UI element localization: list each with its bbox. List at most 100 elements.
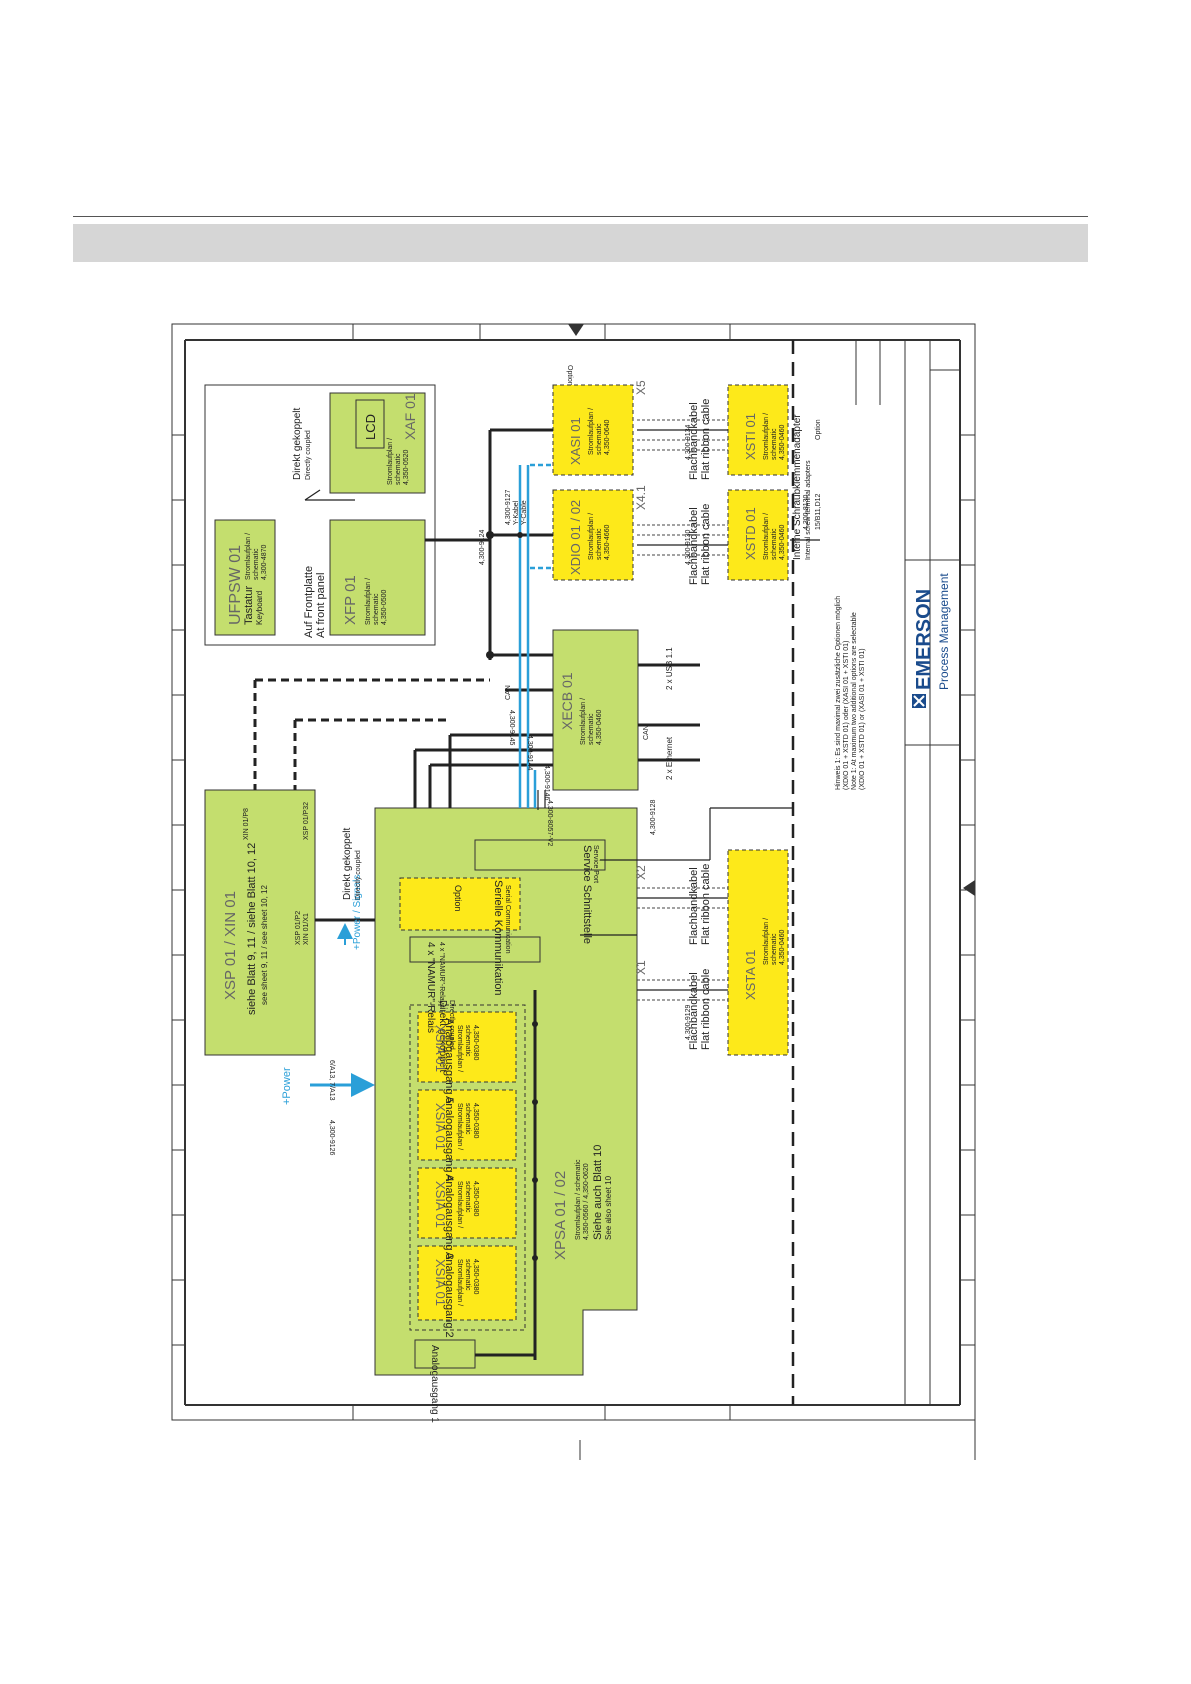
direct-coupled-b-1: Direkt gekoppelt xyxy=(342,828,353,900)
ufpsw-t2: Keyboard xyxy=(255,591,264,625)
y-kabel: Y-Kabel xyxy=(513,500,520,525)
xecb-s1: Stromlaufplan / xyxy=(580,698,587,745)
ao2-label: Analogausgang 2 xyxy=(443,1252,455,1338)
ref-15: 15/B11,D12 xyxy=(815,493,822,530)
dashed-cables xyxy=(253,678,490,790)
ao5-s2: schematic xyxy=(464,1025,471,1057)
xsta-title: XSTA 01 xyxy=(743,950,758,1000)
serial-comm-box xyxy=(399,877,521,931)
ao2-box xyxy=(417,1245,517,1321)
front-label-1: Auf Frontplatte xyxy=(303,566,315,638)
xecb-s3: 4,350-0460 xyxy=(596,709,603,745)
xaf-title: XAF 01 xyxy=(402,393,418,440)
xdio-s1: Stromlaufplan / xyxy=(588,513,595,560)
xasi-option: Option xyxy=(566,365,573,386)
xasi-s2: schematic xyxy=(596,423,603,455)
junction-dots xyxy=(486,531,538,1261)
wiring xyxy=(315,428,700,1360)
power-label: +Power xyxy=(281,1067,293,1105)
flat-cable-3b: Flat ribbon cable xyxy=(700,864,712,945)
serial-label-1: Serielle Kommunikation xyxy=(492,880,504,996)
frame-marker-right xyxy=(963,880,975,896)
intern-label-1: Interne Schraubklemmenadapter xyxy=(792,414,803,560)
xfp-box xyxy=(329,519,426,636)
xsta-s2: schematic xyxy=(771,933,778,965)
xsp-s2: see sheet 9, 11 / see sheet 10, 12 xyxy=(260,885,269,1005)
ufpsw-title: UFPSW 01 xyxy=(227,545,244,625)
cable-9129: 4,300-9129 xyxy=(685,1004,692,1040)
cable-9145: 4,300-9145 xyxy=(508,710,515,746)
direct-coupled-c-2: Directly coupled xyxy=(448,1000,455,1050)
y-cable: Y-Cable xyxy=(521,500,528,525)
lcd-box xyxy=(355,399,385,449)
ufpsw-t1: Tastatur xyxy=(243,586,255,625)
xsti-s3: 4,350-0460 xyxy=(779,424,786,460)
note-line-2: (XDIO 01 + XSTD 01) oder (XASI 01 + XSTI… xyxy=(843,641,850,790)
ref-6a: 6/A13, 7/A13 xyxy=(328,1060,335,1101)
cable-9126: 4,300-9126 xyxy=(328,1120,335,1156)
ao4-title: XSIA 01 xyxy=(433,1103,448,1150)
xsp-p32: XSP 01/P32 xyxy=(303,802,310,840)
ethernet-label: 2 x Ethernet xyxy=(665,736,674,780)
header-band xyxy=(73,224,1088,262)
ao4-s1: Stromlaufplan / xyxy=(456,1103,463,1150)
direct-coupled-a-2: Directly coupled xyxy=(305,430,312,480)
ufpsw-s2: schematic xyxy=(253,548,260,580)
namur-box xyxy=(409,936,541,963)
front-label-2: At front panel xyxy=(315,573,327,638)
ao3-title: XSIA 01 xyxy=(433,1181,448,1228)
ao1-label: Analogausgang 1 xyxy=(429,1345,440,1423)
serial-label-2: Serial Communication xyxy=(504,885,511,954)
x4-label: X4.1 xyxy=(634,485,648,510)
cable-9124: 4,300-9124 xyxy=(479,529,486,565)
xfp-s2: schematic xyxy=(373,593,380,625)
ao2-title: XSIA 01 xyxy=(433,1259,448,1306)
namur-label-2: 4 x "NAMUR"-Relays xyxy=(438,942,445,1008)
xfp-s3: 4,350-0500 xyxy=(381,589,388,625)
serial-option: Option xyxy=(453,885,463,912)
flat-cable-2b: Flat ribbon cable xyxy=(700,504,712,585)
xstd-s3: 4,350-0460 xyxy=(779,524,786,560)
cable-8057: 4,300-8057-V2 xyxy=(546,800,553,846)
xecb-s2: schematic xyxy=(588,713,595,745)
wiring-thin xyxy=(304,429,820,991)
xdio-title: XDIO 01 / 02 xyxy=(568,500,583,575)
xpsa-s4: See also sheet 10 xyxy=(604,1175,613,1240)
xpsa-title: XPSA 01 / 02 xyxy=(552,1171,569,1260)
ao2-s2: schematic xyxy=(464,1259,471,1291)
service-port-box xyxy=(474,839,606,871)
xsta-box xyxy=(727,849,789,1056)
xstd-title: XSTD 01 xyxy=(743,507,758,560)
x5-label: X5 xyxy=(634,380,648,395)
ao5-label: Analogausgang 5 xyxy=(443,1018,455,1104)
flat-cable-1a: Flachbandkabel xyxy=(688,402,700,480)
ao5-s3: 4,350-0380 xyxy=(472,1025,479,1061)
blue-cables xyxy=(518,463,553,808)
xpsa-s2: 4,350-0560 / 4,350-0620 xyxy=(583,1163,590,1240)
usb-label: 2 x USB 1.1 xyxy=(665,647,674,690)
ufpsw-s3: 4,300-4870 xyxy=(261,544,268,580)
ao4-box xyxy=(417,1089,517,1161)
xsta-s3: 4,350-0460 xyxy=(779,929,786,965)
flat-cable-3a: Flachbandkabel xyxy=(688,867,700,945)
xsp-x1: XIN 01/X1 xyxy=(303,913,310,945)
xstd-box xyxy=(727,489,789,581)
xfp-title: XFP 01 xyxy=(342,575,359,625)
can-label-2: CAN xyxy=(643,725,650,740)
xsti-s2: schematic xyxy=(771,428,778,460)
ao3-s1: Stromlaufplan / xyxy=(456,1181,463,1228)
xsia-group xyxy=(409,1004,526,1331)
xaf-s2: schematic xyxy=(395,453,402,485)
xasi-s1: Stromlaufplan / xyxy=(588,408,595,455)
xsp-title: XSP 01 / XIN 01 xyxy=(222,891,239,1000)
xsti-title: XSTI 01 xyxy=(743,413,758,460)
xsp-p8: XIN 01/P8 xyxy=(243,808,250,840)
ao2-s1: Stromlaufplan / xyxy=(456,1259,463,1306)
cable-8130: 4,300-8130 xyxy=(803,494,810,530)
ao4-s3: 4,350-0380 xyxy=(472,1103,479,1139)
namur-label-1: 4 x "NAMUR"-Relais xyxy=(425,942,436,1033)
note-line-1: Hinweis 1: Es sind maximal zwei zusätzli… xyxy=(835,596,842,790)
ufpsw-box xyxy=(214,519,276,636)
xfp-s1: Stromlaufplan / xyxy=(365,578,372,625)
xdio-s3: 4,350-4660 xyxy=(604,524,611,560)
